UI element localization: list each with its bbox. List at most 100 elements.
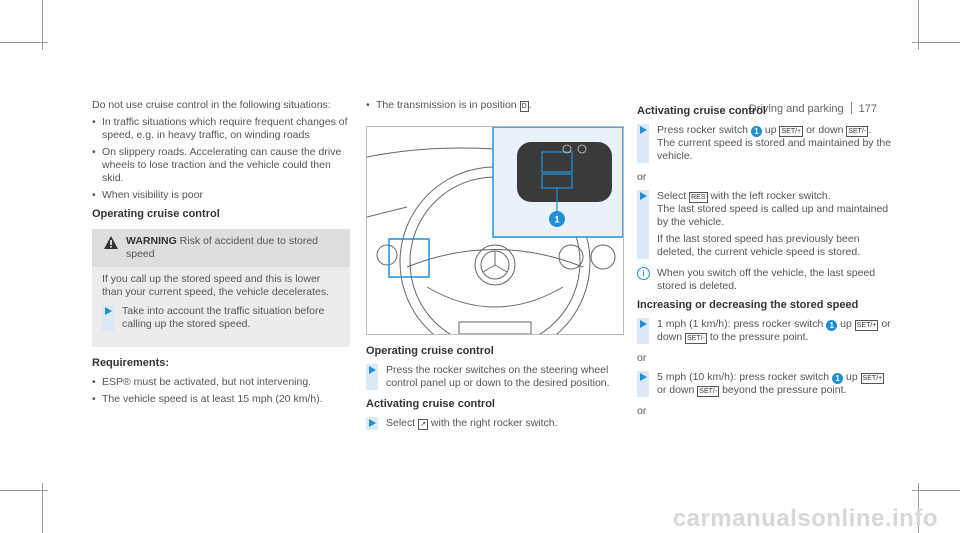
watermark-text: online [811, 505, 885, 532]
step-text: to the pressure point. [709, 331, 809, 343]
page-number: 177 [858, 103, 877, 115]
requirements-list: •ESP® must be activated, but not interve… [92, 376, 350, 406]
heading-increase-decrease: Increasing or decreasing the stored spee… [637, 299, 859, 311]
watermark-text: .info [884, 505, 938, 532]
section-title: Driving and parking [748, 103, 844, 115]
list-item: •The transmission is in position D. [366, 99, 532, 112]
step-activating: Select ↗ with the right rocker switch. [366, 417, 622, 430]
warning-box: WARNING Risk of accident due to stored s… [92, 229, 350, 347]
list-item: •When visibility is poor [92, 189, 203, 201]
warning-step: Take into account the traffic situation … [102, 305, 340, 331]
header-divider [850, 102, 852, 114]
info-icon: i [637, 267, 650, 280]
step-text: up [840, 318, 852, 330]
crop-mark [42, 483, 43, 533]
column-right: Activating cruise control Press rocker s… [637, 99, 895, 422]
set-minus-key-icon: SET/- [685, 333, 707, 344]
watermark: carmanualsonline.info [673, 507, 938, 531]
step-text: or down [806, 124, 844, 136]
or-text: or [637, 171, 647, 183]
step-text: Select [386, 417, 416, 429]
info-note: i When you switch off the vehicle, the l… [637, 267, 895, 293]
heading-activating: Activating cruise control [637, 105, 766, 117]
intro-text: Do not use cruise control in the followi… [92, 99, 331, 111]
warning-keyword: WARNING [126, 235, 177, 247]
crop-mark [912, 42, 960, 43]
list-item-text: When visibility is poor [102, 189, 203, 201]
crop-mark [918, 0, 919, 50]
steering-wheel-figure: 1 [366, 126, 624, 358]
heading-activating-2: Activating cruise control [366, 398, 495, 410]
step-arrow-icon [105, 307, 112, 315]
set-plus-key-icon: SET/+ [854, 320, 879, 331]
or-text: or [637, 352, 647, 364]
list-item-text: The vehicle speed is at least 15 mph (20… [102, 393, 323, 405]
heading-operating: Operating cruise control [92, 208, 220, 220]
crop-mark [912, 490, 960, 491]
step-operating: Press the rocker switches on the steerin… [366, 364, 622, 390]
cruise-control-icon: ↗ [418, 419, 428, 430]
step-note: The last stored speed is called up and m… [657, 203, 889, 228]
step-text: . [868, 124, 872, 136]
column-middle: •The transmission is in position D. [366, 99, 624, 438]
step-text: Take into account the traffic situation … [122, 305, 325, 330]
list-item-text: On slippery roads. Accelerating can caus… [102, 146, 342, 184]
set-minus-key-icon: SET/- [697, 386, 720, 397]
set-minus-key-icon: SET/- [846, 126, 869, 137]
or-text: or [637, 405, 647, 417]
crop-mark [42, 0, 43, 50]
callout-1-icon: 1 [750, 126, 762, 137]
step-arrow-icon [640, 126, 647, 134]
steering-wheel-illustration: 1 [366, 126, 624, 358]
transmission-list: •The transmission is in position D. [366, 99, 622, 112]
step-text: or down [657, 384, 695, 396]
list-item-text: The transmission is in position [376, 99, 517, 111]
page-header: Driving and parking 177 [749, 102, 877, 116]
step-text: Press the rocker switches on the steerin… [386, 364, 610, 389]
warning-header: WARNING Risk of accident due to stored s… [92, 229, 350, 267]
list-item: •The vehicle speed is at least 15 mph (2… [92, 393, 323, 405]
list-item: •On slippery roads. Accelerating can cau… [92, 146, 342, 184]
callout-1-icon: 1 [832, 373, 844, 384]
list-item-text: In traffic situations which require freq… [102, 116, 348, 141]
step-text: with the left rocker switch. [710, 190, 831, 202]
set-plus-key-icon: SET/+ [779, 126, 804, 137]
callout-1-icon: 1 [826, 320, 838, 331]
heading-operating-2: Operating cruise control [366, 345, 494, 357]
step-select-res: Select RES with the left rocker switch. … [637, 190, 895, 259]
step-arrow-icon [369, 366, 376, 374]
watermark-text: carmanuals [672, 505, 812, 532]
requirements-heading: Requirements: [92, 357, 170, 369]
step-text: or down [657, 318, 891, 343]
step-text: Press rocker switch [657, 124, 749, 136]
figure-callout: 1 [554, 215, 559, 225]
crop-mark [0, 42, 48, 43]
situations-list: •In traffic situations which require fre… [92, 116, 350, 202]
step-text: 5 mph (10 km/h): press rocker switch [657, 371, 830, 383]
step-text: up [845, 371, 858, 383]
step-press-set: Press rocker switch 1 up SET/+ or down S… [637, 124, 895, 163]
list-item: •In traffic situations which require fre… [92, 116, 348, 141]
res-key-icon: RES [689, 192, 708, 203]
step-note: If the last stored speed has previously … [657, 233, 861, 258]
step-note: The current speed is stored and maintain… [657, 137, 892, 162]
warning-body: If you call up the stored speed and this… [92, 267, 350, 347]
step-arrow-icon [369, 419, 376, 427]
list-item: •ESP® must be activated, but not interve… [92, 376, 312, 388]
step-5mph: 5 mph (10 km/h): press rocker switch 1 u… [637, 371, 895, 397]
warning-title: Risk of accident due to stored speed [126, 235, 318, 260]
step-text: beyond the pressure point. [722, 384, 847, 396]
step-arrow-icon [640, 320, 647, 328]
warning-text: If you call up the stored speed and this… [102, 273, 330, 298]
step-text: up [764, 124, 777, 136]
step-text: 1 mph (1 km/h): press rocker switch [657, 318, 824, 330]
step-text: Select [657, 190, 687, 202]
warning-triangle-icon [104, 236, 118, 249]
step-arrow-icon [640, 373, 647, 381]
step-bar [637, 190, 649, 259]
step-arrow-icon [640, 192, 647, 200]
step-1mph: 1 mph (1 km/h): press rocker switch 1 up… [637, 318, 895, 344]
crop-mark [918, 483, 919, 533]
step-text: with the right rocker switch. [430, 417, 558, 429]
column-left: Do not use cruise control in the followi… [92, 99, 350, 410]
